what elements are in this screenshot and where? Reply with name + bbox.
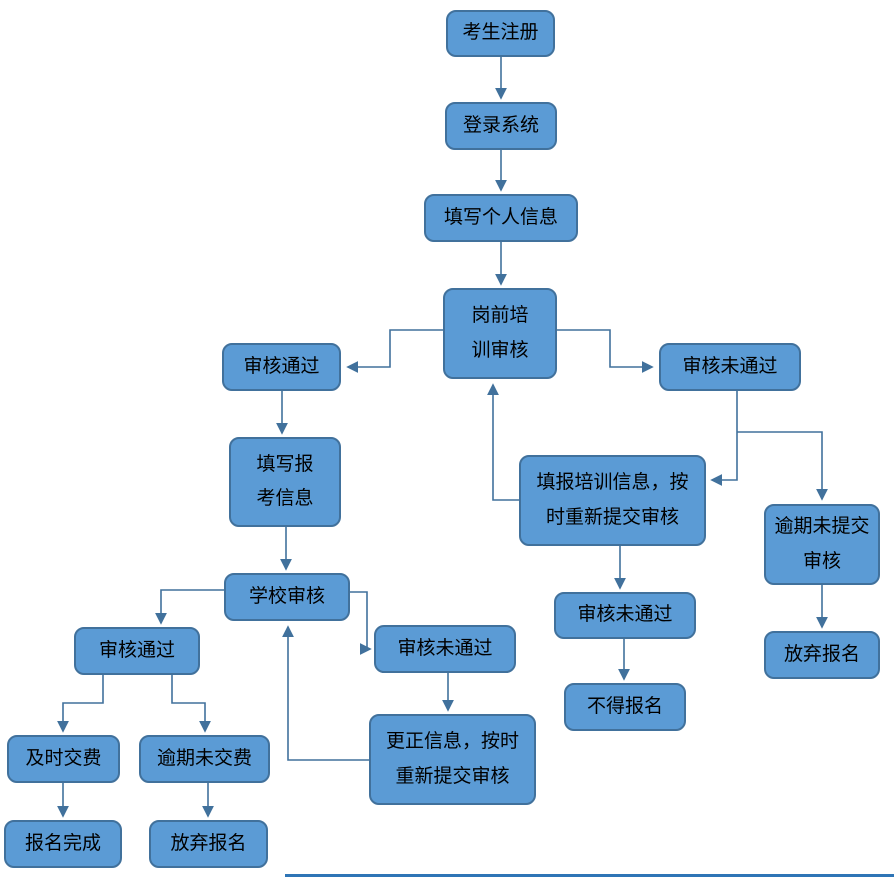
edge-failed-resubmit (710, 391, 738, 486)
node-review-failed-mid: 审核未通过 (554, 592, 696, 639)
edge-correct-info-school (282, 625, 369, 761)
bottom-border-line (285, 874, 894, 877)
node-not-allowed-register: 不得报名 (564, 683, 686, 731)
edge-passed-overdue-pay (171, 675, 211, 733)
edge-failed-overdue (737, 431, 828, 501)
edge-pretrain-passed (346, 329, 443, 373)
node-overdue-not-submitted: 逾期未提交 审核 (764, 504, 880, 585)
edge-resubmit-pretrain (487, 383, 519, 501)
node-school-review: 学校审核 (224, 573, 350, 621)
node-review-failed-center: 审核未通过 (374, 625, 516, 673)
node-review-passed-left: 审核通过 (74, 627, 200, 675)
edge-school-passed (155, 589, 224, 625)
node-candidate-register: 考生注册 (446, 10, 555, 57)
edge-passed-pay (57, 675, 104, 733)
node-fill-personal-info: 填写个人信息 (424, 194, 578, 242)
node-review-failed-top: 审核未通过 (659, 343, 801, 391)
node-abandon-registration-right: 放弃报名 (764, 631, 880, 679)
node-overdue-not-paid: 逾期未交费 (139, 735, 270, 783)
node-fill-exam-info: 填写报 考信息 (229, 437, 341, 527)
node-abandon-registration-bottom: 放弃报名 (149, 820, 268, 868)
edge-pretrain-failed (557, 329, 654, 373)
node-pre-job-training-review: 岗前培 训审核 (443, 288, 557, 379)
node-correct-info-resubmit: 更正信息，按时 重新提交审核 (369, 714, 536, 805)
node-pay-on-time: 及时交费 (7, 735, 120, 783)
node-review-passed-top: 审核通过 (222, 343, 341, 391)
node-login-system: 登录系统 (445, 102, 557, 150)
node-resubmit-training-info: 填报培训信息，按 时重新提交审核 (519, 455, 706, 546)
edge-school-failed (350, 591, 372, 655)
node-registration-complete: 报名完成 (4, 820, 122, 868)
